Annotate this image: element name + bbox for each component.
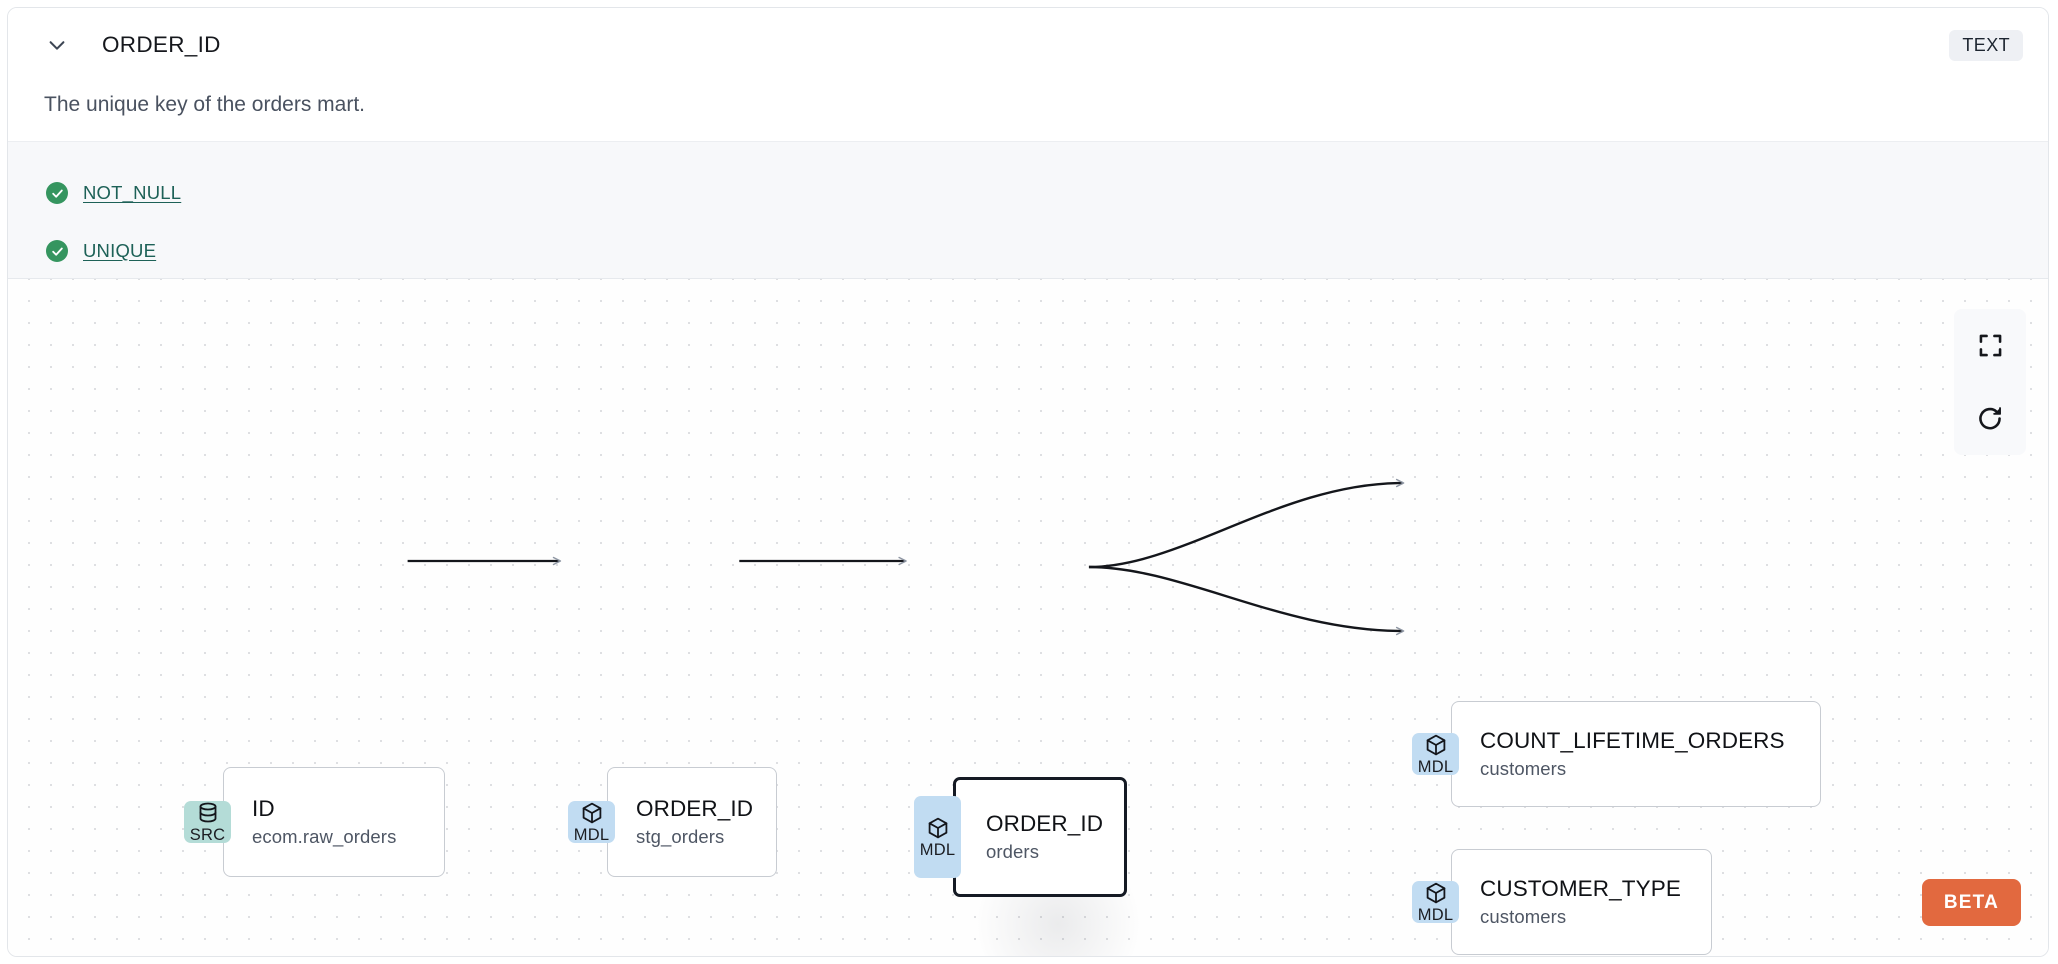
page-title: ORDER_ID xyxy=(102,32,221,57)
fit-view-button[interactable] xyxy=(1954,309,2026,381)
node-kind-badge-mdl: MDL xyxy=(568,800,615,844)
node-kind-badge-mdl: MDL xyxy=(1412,880,1459,924)
node-body: COUNT_LIFETIME_ORDERS customers xyxy=(1451,701,1821,807)
node-title: COUNT_LIFETIME_ORDERS xyxy=(1480,728,1785,753)
node-title: ORDER_ID xyxy=(986,811,1104,836)
chevron-down-icon[interactable] xyxy=(44,32,70,58)
cube-icon xyxy=(1424,881,1448,905)
node-subtitle: customers xyxy=(1480,905,1567,927)
title-row: ORDER_ID xyxy=(44,32,221,58)
edge-orders-count xyxy=(1088,478,1405,569)
refresh-button[interactable] xyxy=(1954,383,2026,455)
lineage-node-count-lifetime-orders[interactable]: MDL COUNT_LIFETIME_ORDERS customers xyxy=(1412,701,1821,807)
canvas-controls xyxy=(1954,309,2026,455)
lineage-node-src[interactable]: SRC ID ecom.raw_orders xyxy=(184,767,445,877)
node-body: ORDER_ID orders xyxy=(953,777,1127,897)
node-body: ID ecom.raw_orders xyxy=(223,767,445,877)
check-circle-icon xyxy=(46,182,68,204)
node-kind-badge-src: SRC xyxy=(184,800,231,844)
refresh-icon xyxy=(1976,405,2004,433)
cube-icon xyxy=(1424,733,1448,757)
beta-badge[interactable]: BETA xyxy=(1921,879,2021,926)
cube-icon xyxy=(580,801,604,825)
node-body: CUSTOMER_TYPE customers xyxy=(1451,849,1712,955)
node-kind-label: MDL xyxy=(1417,905,1454,924)
check-circle-icon xyxy=(46,240,68,262)
test-link-not-null[interactable]: NOT_NULL xyxy=(83,181,182,203)
test-link-unique[interactable]: UNIQUE xyxy=(83,239,157,261)
edge-orders-custtype xyxy=(1088,565,1405,636)
node-kind-badge-mdl: MDL xyxy=(1412,732,1459,776)
test-row[interactable]: NOT_NULL xyxy=(8,164,2048,222)
type-badge: TEXT xyxy=(1949,30,2023,61)
column-description: The unique key of the orders mart. xyxy=(44,93,365,116)
node-title: CUSTOMER_TYPE xyxy=(1480,876,1681,901)
node-title: ORDER_ID xyxy=(636,796,754,821)
node-kind-label: MDL xyxy=(919,840,956,859)
node-subtitle: stg_orders xyxy=(636,825,725,847)
node-body: ORDER_ID stg_orders xyxy=(607,767,777,877)
node-subtitle: orders xyxy=(986,840,1040,862)
node-title: ID xyxy=(252,796,275,821)
tests-section: NOT_NULL UNIQUE xyxy=(8,141,2048,279)
node-subtitle: customers xyxy=(1480,757,1567,779)
fullscreen-icon xyxy=(1977,332,2004,359)
lineage-node-stg[interactable]: MDL ORDER_ID stg_orders xyxy=(568,767,777,877)
column-detail-card: ORDER_ID TEXT The unique key of the orde… xyxy=(7,7,2049,957)
lineage-canvas[interactable]: SRC ID ecom.raw_orders xyxy=(8,279,2048,956)
card-header: ORDER_ID TEXT The unique key of the orde… xyxy=(8,8,2048,141)
node-kind-badge-mdl: MDL xyxy=(914,796,961,878)
database-icon xyxy=(196,801,220,825)
lineage-node-customer-type[interactable]: MDL CUSTOMER_TYPE customers xyxy=(1412,849,1712,955)
cube-icon xyxy=(926,816,950,840)
node-kind-label: MDL xyxy=(1417,757,1454,776)
test-row[interactable]: UNIQUE xyxy=(8,222,2048,280)
node-kind-label: SRC xyxy=(189,825,226,844)
node-kind-label: MDL xyxy=(573,825,610,844)
lineage-node-orders-selected[interactable]: MDL ORDER_ID orders xyxy=(914,777,1127,897)
node-subtitle: ecom.raw_orders xyxy=(252,825,397,847)
